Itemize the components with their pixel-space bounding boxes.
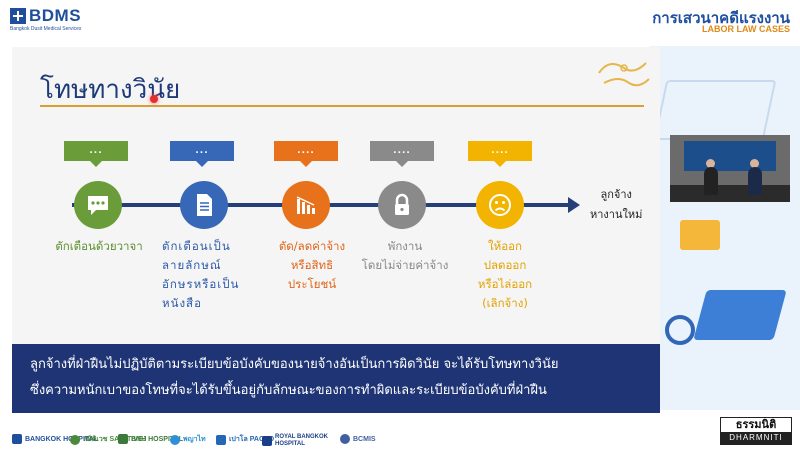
sponsor-name: BCMIS <box>353 435 376 443</box>
step-1-label: ตักเตือนด้วยวาจา <box>44 237 154 256</box>
step-2-circle <box>180 181 228 229</box>
sponsor-logo: สมิติเวช SAMITIVEJ <box>70 434 146 445</box>
document-icon <box>197 194 212 216</box>
dharmniti-thai: ธรรมนิติ <box>735 418 777 431</box>
phyathai-icon <box>170 434 180 445</box>
bangkok-hospital-icon <box>12 434 22 444</box>
step-3-label-line: หรือสิทธิ <box>290 258 334 272</box>
slide-footer-box: ลูกจ้างที่ฝ่าฝืนไม่ปฏิบัติตามระเบียบข้อบ… <box>12 344 660 413</box>
paolo-icon <box>216 434 226 445</box>
sponsor-logo: เปาโล PAOLO <box>216 434 274 445</box>
step-5-label-line: (เลิกจ้าง) <box>482 296 528 310</box>
end-label-line: ลูกจ้าง <box>600 188 632 201</box>
step-2-label-line: ตักเตือนเป็น <box>162 239 231 253</box>
presentation-slide: โทษทางวินัย ... ตักเตือนด้วยวาจา ... ตัก… <box>12 47 660 413</box>
background-magnifier-graphic <box>665 315 695 345</box>
step-4-label: พักงาน โดยไม่จ่ายค่าจ้าง <box>350 237 460 275</box>
step-2-label: ตักเตือนเป็น ลายลักษณ์ อักษรหรือเป็น หนั… <box>162 237 258 313</box>
padlock-icon <box>395 193 409 215</box>
speaker-2-head <box>750 159 759 168</box>
background-card-graphic <box>693 290 787 340</box>
footer-line-1: ลูกจ้างที่ฝ่าฝืนไม่ปฏิบัติตามระเบียบข้อบ… <box>30 357 559 372</box>
sponsor-logo: BNH HOSPITAL <box>118 434 183 444</box>
ornament-icon <box>598 62 650 87</box>
top-bar: BDMS Bangkok Dusit Medical Services การเ… <box>0 0 800 46</box>
chat-bubble-icon <box>88 196 108 215</box>
background-envelope-graphic <box>680 220 720 250</box>
bdms-logo-text: BDMS <box>29 6 82 25</box>
bnh-icon <box>118 434 128 444</box>
end-label-line: หางานใหม่ <box>590 208 643 221</box>
bdms-logo-subtitle: Bangkok Dusit Medical Services <box>10 26 82 32</box>
background-panel <box>650 40 800 410</box>
sponsor-name: BNH HOSPITAL <box>131 435 183 443</box>
step-1-circle <box>74 181 122 229</box>
step-1-bubble: ... <box>64 141 128 167</box>
step-2-label-line: ลายลักษณ์ <box>162 258 222 272</box>
samitivej-icon <box>70 434 80 445</box>
laser-pointer <box>150 95 158 103</box>
step-3-bubble: .... <box>274 141 338 167</box>
sponsor-name: BANGKOK HOSPITAL <box>25 435 98 443</box>
show-title: การเสวนาคดีแรงงาน <box>652 9 790 27</box>
bdms-cross-icon <box>10 8 26 24</box>
step-4-label-line: พักงาน <box>387 239 423 253</box>
dharmniti-latin: DHARMNITI <box>721 432 791 444</box>
declining-chart-icon <box>296 196 315 214</box>
slide-title: โทษทางวินัย <box>40 75 181 105</box>
royal-bangkok-icon <box>262 436 272 446</box>
step-4-label-line: โดยไม่จ่ายค่าจ้าง <box>361 258 449 272</box>
video-stage-screen <box>684 141 776 171</box>
sponsor-logo: BANGKOK HOSPITAL <box>12 434 98 444</box>
step-5-circle <box>476 181 524 229</box>
step-5-label-line: ให้ออก <box>488 239 522 253</box>
timeline-arrow-head <box>568 197 580 213</box>
bcmis-icon <box>340 434 350 444</box>
speaker-1-head <box>706 159 715 168</box>
step-2-label-line: อักษรหรือเป็น <box>162 277 240 291</box>
step-5-label-line: ปลดออก <box>483 258 527 272</box>
background-scale-graphic <box>653 80 777 140</box>
end-label: ลูกจ้าง หางานใหม่ <box>590 185 642 225</box>
step-3-label-line: ประโยชน์ <box>287 277 337 291</box>
dharmniti-logo: ธรรมนิติ DHARMNITI <box>720 417 792 445</box>
sponsor-name: สมิติเวช SAMITIVEJ <box>83 436 147 443</box>
step-3-label: ตัด/ลดค่าจ้าง หรือสิทธิ ประโยชน์ <box>264 237 360 294</box>
sponsor-logo: BCMIS <box>340 434 376 444</box>
speaker-video-feed[interactable] <box>670 135 790 202</box>
sponsor-name: เปาโล PAOLO <box>229 436 275 443</box>
title-underline <box>40 105 644 107</box>
show-header: การเสวนาคดีแรงงาน LABOR LAW CASES <box>560 0 800 46</box>
step-2-bubble: ... <box>170 141 234 167</box>
video-desk <box>670 185 790 202</box>
sad-face-icon <box>489 194 511 216</box>
footer-line-2: ซึ่งความหนักเบาของโทษที่จะได้รับขึ้นอยู่… <box>30 383 547 398</box>
step-5-label: ให้ออก ปลดออก หรือไล่ออก (เลิกจ้าง) <box>460 237 550 313</box>
show-subtitle: LABOR LAW CASES <box>701 24 790 34</box>
bdms-logo: BDMS <box>10 6 81 26</box>
speaker-2 <box>748 167 762 195</box>
sponsor-name: พญาไท <box>183 436 206 443</box>
step-4-bubble: .... <box>370 141 434 167</box>
step-1-label-line: ตักเตือนด้วยวาจา <box>55 239 143 253</box>
bottom-bar <box>0 418 800 454</box>
sponsor-name: ROYAL BANGKOK HOSPITAL <box>275 434 329 447</box>
speaker-1 <box>704 167 718 195</box>
step-4-circle <box>378 181 426 229</box>
sponsor-logo: พญาไท <box>170 434 206 445</box>
step-3-label-line: ตัด/ลดค่าจ้าง <box>278 239 346 253</box>
step-5-label-line: หรือไล่ออก <box>477 277 533 291</box>
step-2-label-line: หนังสือ <box>162 296 202 310</box>
step-5-bubble: .... <box>468 141 532 167</box>
step-3-circle <box>282 181 330 229</box>
sponsor-logo: ROYAL BANGKOK HOSPITAL <box>262 434 345 448</box>
